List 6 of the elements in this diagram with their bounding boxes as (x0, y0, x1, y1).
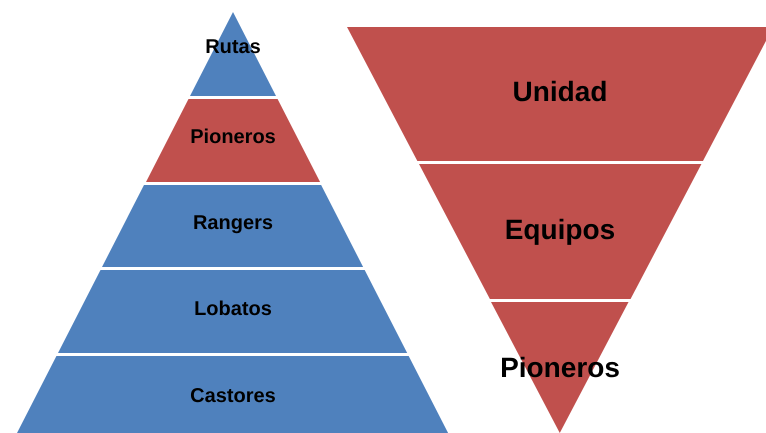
level-label: Pioneros (190, 126, 276, 149)
level-label: Rangers (192, 212, 273, 235)
level-label: Unidad (512, 76, 608, 108)
level-label: Castores (190, 385, 276, 408)
level-label: Lobatos (194, 298, 272, 321)
level-label: Equipos (504, 214, 616, 246)
